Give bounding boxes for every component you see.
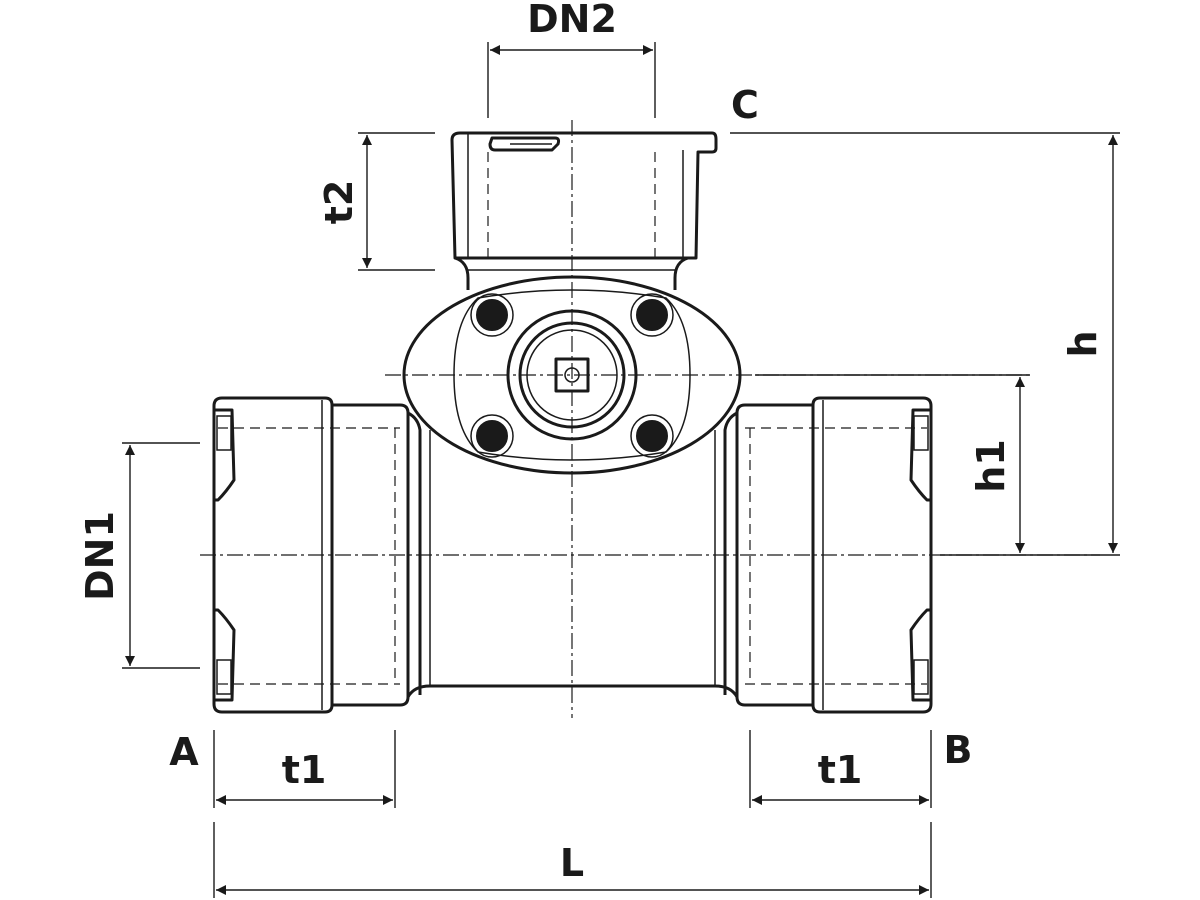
- h-label: h: [1061, 330, 1105, 357]
- right-clip-bottom: [909, 608, 931, 702]
- right-clip-top-slot: [913, 415, 929, 451]
- l-label: L: [560, 841, 584, 885]
- center-body-outline: [406, 411, 739, 698]
- dn2-label: DN2: [527, 0, 617, 41]
- dimension-t2: t2: [317, 132, 435, 271]
- left-clip-bottom: [214, 608, 236, 702]
- a-label: A: [169, 730, 199, 774]
- bolt-ring-tr: [630, 293, 674, 337]
- left-clip-bottom-slot: [216, 659, 232, 695]
- right-clip-top: [909, 408, 931, 502]
- bolt-ring-br: [630, 414, 674, 458]
- dimension-dn1: DN1: [78, 442, 200, 669]
- right-clip-bottom-slot: [913, 659, 929, 695]
- dimension-l: L: [213, 822, 932, 898]
- branch-top-clip: [488, 136, 561, 152]
- t1-right-label: t1: [818, 748, 863, 792]
- dimension-c: C: [730, 83, 1120, 134]
- dimension-t1-left: t1: [213, 730, 396, 808]
- bolt-ring-bl: [470, 414, 514, 458]
- right-spigot-outline: [735, 403, 813, 707]
- branch-socket: [450, 131, 718, 260]
- left-clip-top-slot: [216, 415, 232, 451]
- b-label: B: [944, 728, 973, 772]
- bolt-tl: [476, 299, 508, 331]
- t1-left-label: t1: [282, 748, 327, 792]
- main-body: [212, 396, 933, 714]
- c-label: C: [731, 83, 759, 127]
- dimension-t1-right: t1: [749, 730, 932, 808]
- dimension-h: h: [940, 135, 1120, 556]
- left-spigot-outline: [332, 403, 410, 707]
- h1-label: h1: [969, 439, 1013, 493]
- bolt-bl: [476, 420, 508, 452]
- bolt-br: [636, 420, 668, 452]
- left-clip-top: [214, 408, 236, 502]
- dn1-label: DN1: [78, 511, 122, 601]
- bolt-ring-tl: [470, 293, 514, 337]
- t2-label: t2: [317, 180, 361, 225]
- right-socket-outline: [811, 396, 933, 714]
- left-socket-outline: [212, 396, 334, 714]
- bolt-tr: [636, 299, 668, 331]
- dimension-dn2: DN2: [487, 0, 656, 118]
- dimension-h1: h1: [755, 374, 1030, 553]
